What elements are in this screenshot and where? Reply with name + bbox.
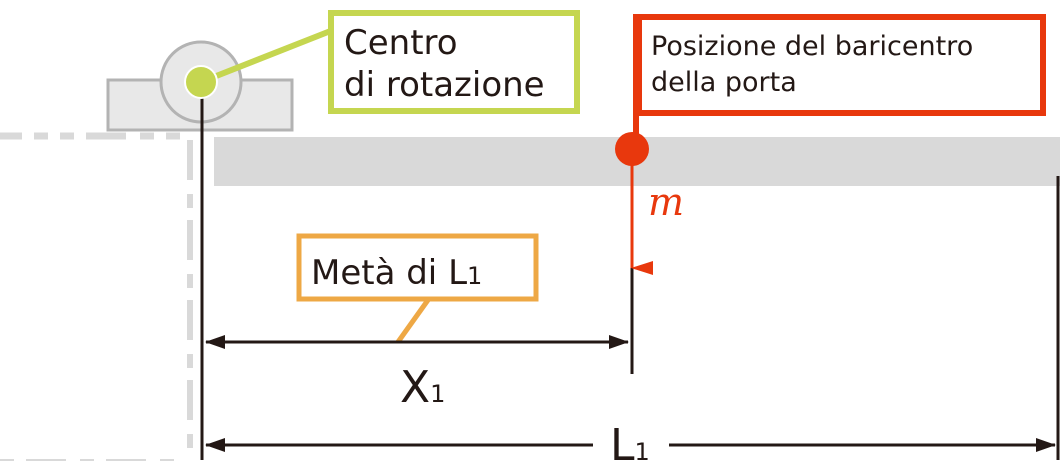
half-length-label-box: [296, 233, 539, 302]
x1-subscript: 1: [430, 380, 445, 408]
x1-symbol: X: [400, 362, 430, 413]
cog-label-box: [636, 14, 1046, 116]
l1-symbol: L: [610, 420, 635, 470]
x1-dimension: X1: [205, 335, 629, 413]
rotation-leader-line: [199, 27, 335, 85]
l1-label: L1: [610, 420, 650, 470]
cog-callout: Posizione del baricentro della porta m: [615, 14, 1046, 275]
half-length-label-subscript: 1: [467, 262, 482, 290]
rotation-label-box: [328, 10, 580, 114]
half-length-label: Metà di L1: [311, 253, 482, 293]
cog-dot: [615, 132, 649, 166]
cog-label-line2: della porta: [651, 67, 797, 98]
rotation-center-callout: Centro di rotazione: [184, 10, 580, 114]
rotation-label-line2: di rotazione: [344, 65, 545, 105]
half-length-label-text: Metà di L: [311, 253, 467, 293]
half-length-callout: Metà di L1: [296, 233, 539, 344]
cog-label-line1: Posizione del baricentro: [651, 31, 973, 62]
door-frame-outline: [0, 132, 193, 461]
rotation-center-dot: [184, 65, 218, 99]
l1-subscript: 1: [635, 438, 650, 466]
half-length-leader-line: [395, 298, 431, 344]
mass-symbol: m: [648, 180, 684, 224]
rotation-label-line1: Centro: [344, 23, 458, 63]
l1-dimension: L1: [205, 420, 1056, 470]
x1-label: X1: [400, 362, 445, 413]
